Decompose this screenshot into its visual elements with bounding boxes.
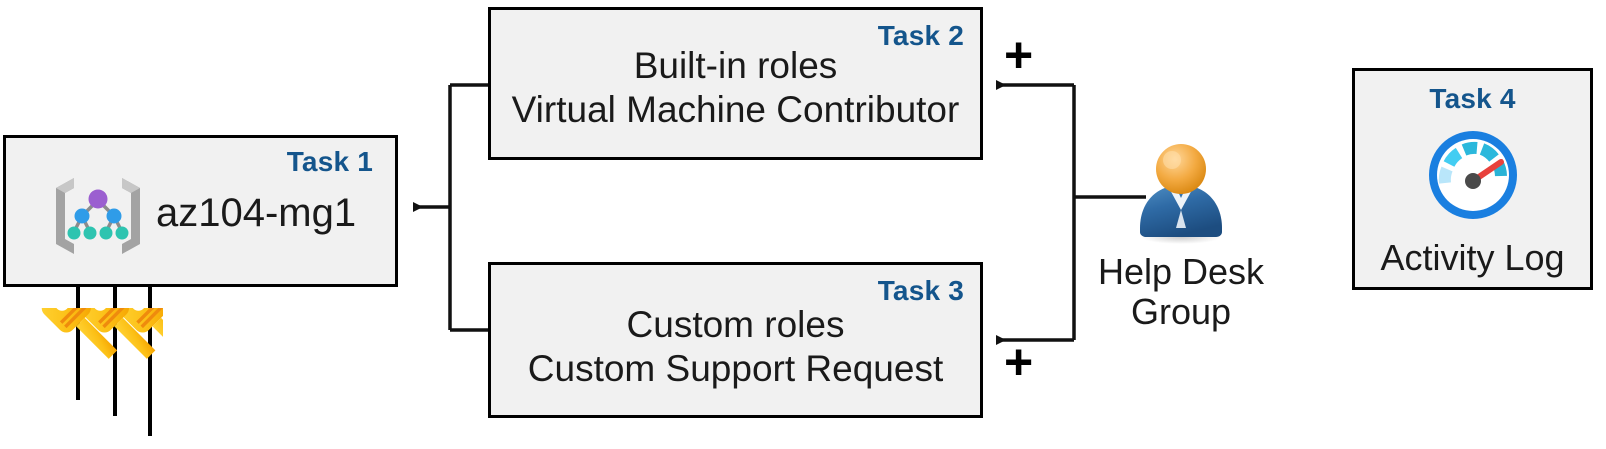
help-desk-caption: Help Desk Group [1088,252,1274,331]
keys-icon [41,308,163,359]
activity-log-gauge-icon [1428,131,1517,219]
task-4-caption: Activity Log [1380,237,1565,278]
help-desk-caption-line-2: Group [1130,290,1232,332]
task-1-label: Task 1 [286,146,373,177]
help-desk-caption-line-1: Help Desk [1097,251,1265,292]
plus-icon-bottom: + [1004,334,1034,390]
task-3-box[interactable]: Task 3 Custom roles Custom Support Reque… [488,262,983,418]
task-3-line-1: Custom roles [626,304,845,345]
task-2-label: Task 2 [877,20,964,51]
plus-icon-top: + [1004,27,1034,83]
management-group-icon [56,178,140,254]
management-group-name: az104-mg1 [156,191,357,235]
task-4-box[interactable]: Task 4 Activity Log [1352,68,1593,290]
user-group-icon [1140,144,1222,244]
help-desk-group[interactable]: Help Desk Group [1088,138,1274,331]
task-3-label: Task 3 [877,275,964,306]
task-3-line-2: Custom Support Request [527,347,944,389]
task-4-label: Task 4 [1429,83,1516,114]
task-2-line-1: Built-in roles [633,45,838,86]
task-1-box[interactable]: Task 1 az104-mg1 [3,135,398,287]
task-3-text: Custom roles Custom Support Request [491,303,980,390]
task-2-box[interactable]: Task 2 Built-in roles Virtual Machine Co… [488,7,983,160]
task-2-text: Built-in roles Virtual Machine Contribut… [491,44,980,131]
task-2-line-2: Virtual Machine Contributor [511,88,960,130]
